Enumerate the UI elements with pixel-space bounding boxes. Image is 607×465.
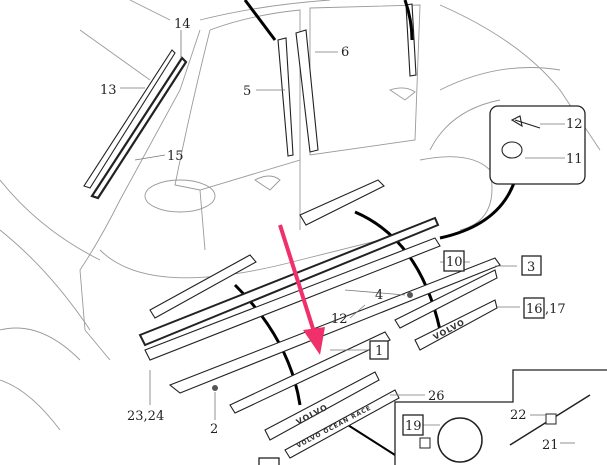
label-12-inset: 12 (566, 117, 583, 132)
label-5: 5 (243, 84, 251, 99)
label-21: 21 (542, 438, 559, 453)
label-26: 26 (428, 389, 445, 404)
label-11: 11 (566, 152, 583, 167)
label-17: ,17 (545, 302, 566, 317)
label-3: 3 (527, 260, 535, 275)
sill-mouldings: VOLVO VOLVO VOLVO OCEAN RACE (138, 179, 520, 459)
clip-4 (407, 292, 413, 298)
label-15: 15 (167, 149, 184, 164)
label-14: 14 (174, 17, 191, 32)
label-19: 19 (405, 419, 422, 434)
label-box-3 (521, 255, 542, 276)
label-22: 22 (510, 408, 527, 423)
label-box-16 (523, 297, 545, 319)
label-12: 12 (331, 312, 348, 327)
label-2: 2 (210, 422, 218, 437)
highlight-arrow (278, 224, 325, 355)
label-box-19 (402, 414, 424, 436)
inset-lighting (394, 369, 607, 465)
label-23-24: 23,24 (127, 409, 164, 424)
label-6: 6 (341, 45, 349, 60)
b-pillar-trims (256, 3, 417, 157)
label-4: 4 (375, 288, 383, 303)
label-box-bottom (258, 457, 280, 465)
clip-2 (212, 385, 218, 391)
label-1: 1 (375, 344, 383, 359)
label-box-10 (443, 250, 465, 272)
inset-fasteners (489, 105, 586, 185)
label-13: 13 (100, 83, 117, 98)
label-10: 10 (446, 255, 463, 270)
label-box-1 (369, 340, 389, 360)
a-pillar-mouldings (83, 30, 188, 200)
label-16: 16 (526, 302, 543, 317)
